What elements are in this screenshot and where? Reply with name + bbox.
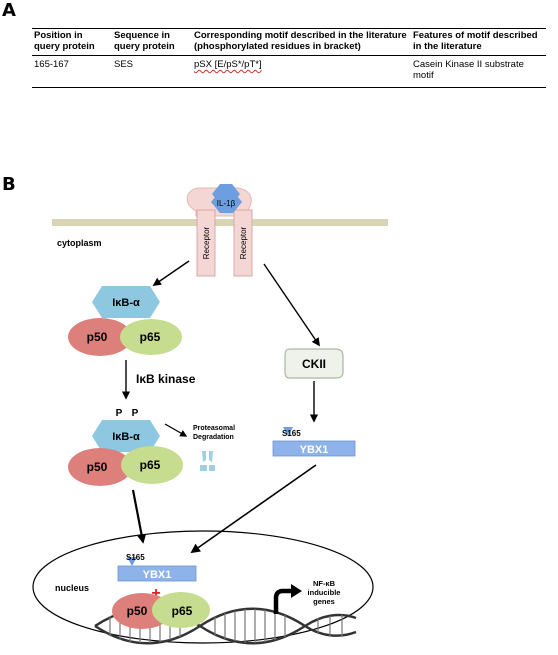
cell-position: 165-167 (32, 55, 112, 88)
cell-features: Casein Kinase II substrate motif (411, 55, 546, 88)
ckii-box (284, 348, 344, 379)
panel-b-label: B (2, 174, 16, 195)
header-features: Features of motif described in the liter… (411, 28, 546, 56)
cell-sequence: SES (112, 55, 192, 88)
arrow-receptor-to-ikba (152, 260, 190, 286)
p50-top-label: p50 (87, 330, 108, 344)
il1b-ligand-body (211, 191, 242, 213)
s165-marker-cyto (283, 427, 293, 436)
ybx1-cyto-label: YBX1 (300, 444, 329, 456)
cytoplasm-label: cytoplasm (57, 238, 102, 248)
table-row: 165-167 SES pSX [E/pS*/pT*] Casein Kinas… (32, 55, 546, 88)
transcription-arrow (273, 588, 292, 614)
p65-top-label: p65 (140, 330, 161, 344)
ikba-top-label: IκB-α (112, 297, 140, 309)
p65-top (120, 319, 182, 355)
motif-text: pSX [E/pS*/pT*] (194, 59, 262, 70)
nfkb-genes-line1: NF-κB (313, 579, 336, 588)
dna-strand-2 (94, 607, 357, 645)
ybx1-nuc (117, 565, 197, 582)
ybx1-cyto (272, 440, 356, 457)
panel-a-label: A (2, 0, 16, 21)
p50-nuc-label: p50 (127, 604, 148, 618)
receptor-right-label: Receptor (239, 226, 248, 259)
arrow-receptor-to-ckii (263, 263, 320, 347)
phospho-p1: P (116, 408, 123, 419)
s165-cyto-label: S165 (282, 429, 301, 438)
degradation-label: Degradation (193, 434, 234, 441)
header-motif: Corresponding motif described in the lit… (192, 28, 411, 56)
ybx1-nuc-label: YBX1 (143, 569, 172, 581)
il1b-label: IL-1β (217, 199, 236, 208)
arrow-ybx1-to-nucleus (190, 464, 317, 554)
cell-motif: pSX [E/pS*/pT*] (192, 55, 411, 88)
nfkb-genes-line3: genes (313, 597, 335, 606)
nfkb-genes-line2: inducible (308, 588, 341, 597)
fragment-1 (202, 451, 206, 462)
ikba-mid (92, 420, 160, 452)
plus-sign: + (151, 585, 160, 602)
arrow-nfkb-to-nucleus (131, 489, 146, 544)
phospho-p2: P (132, 408, 139, 419)
ikba-top (92, 286, 160, 318)
s165-nuc-label: S165 (126, 553, 145, 562)
nucleus-outline (32, 530, 374, 644)
receptor-right (233, 209, 253, 277)
p65-mid (121, 446, 183, 484)
fragment-2 (209, 451, 213, 462)
ckii-label: CKII (302, 357, 326, 371)
receptor-left (196, 209, 216, 277)
ikba-mid-label: IκB-α (112, 431, 140, 443)
p65-nuc-label: p65 (172, 604, 193, 618)
fragment-3 (200, 465, 207, 471)
s165-marker-nuc (127, 557, 137, 566)
transcription-arrow-head (291, 584, 302, 598)
header-position: Position in query protein (32, 28, 112, 56)
header-sequence: Sequence in query protein (112, 28, 192, 56)
p50-mid-label: p50 (87, 460, 108, 474)
p50-mid (68, 448, 132, 486)
receptor-left-label: Receptor (202, 226, 211, 259)
proteasomal-label: Proteasomal (193, 425, 235, 432)
p50-top (68, 318, 132, 356)
p65-nuc (152, 592, 210, 628)
p65-mid-label: p65 (140, 458, 161, 472)
arrow-degradation (164, 423, 188, 437)
fragment-4 (209, 465, 215, 471)
table-header-row: Position in query protein Sequence in qu… (32, 28, 546, 56)
nucleus-label: nucleus (55, 583, 89, 593)
motif-table: Position in query protein Sequence in qu… (32, 28, 546, 88)
cell-membrane (52, 219, 388, 226)
ikb-kinase-label: IκB kinase (136, 372, 196, 386)
